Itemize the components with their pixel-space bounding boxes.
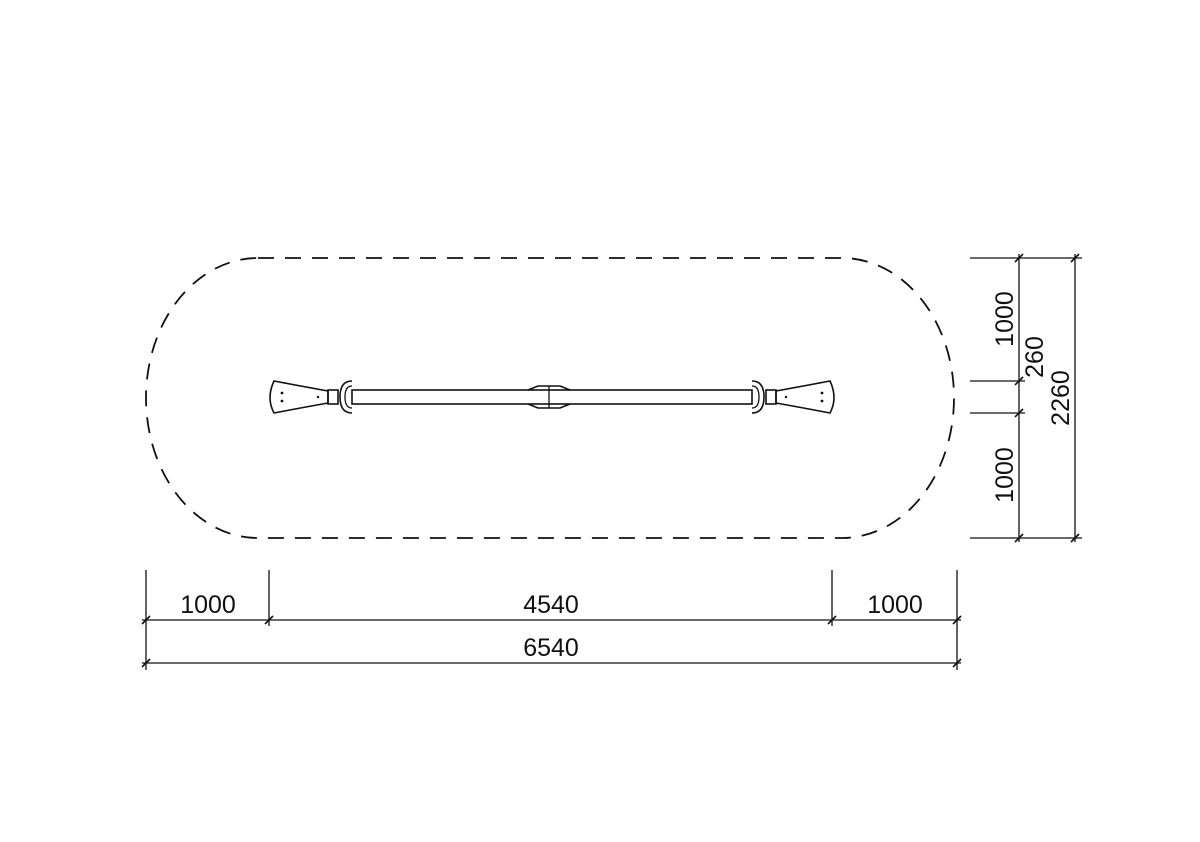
- dimension-tick: [264, 615, 274, 625]
- left-handle-ring: [339, 380, 353, 414]
- left-seat-bolt: [280, 391, 284, 395]
- dim-top-clearance: 1000: [991, 291, 1019, 347]
- seesaw-beam: [351, 389, 753, 405]
- dimension-tick: [1014, 376, 1024, 386]
- dimension-tick: [1014, 253, 1024, 263]
- dimension-tick: [141, 615, 151, 625]
- dimension-tick: [1070, 253, 1080, 263]
- right-seat-bolt: [784, 395, 788, 399]
- dim-equipment-width: 260: [1021, 336, 1049, 378]
- left-seat-bolt: [280, 399, 284, 403]
- right-seat-bolt: [820, 391, 824, 395]
- dim-bottom-clearance: 1000: [991, 447, 1019, 503]
- right-seat-bolt: [820, 399, 824, 403]
- dim-total-length: 6540: [523, 634, 579, 662]
- right-seat: [775, 380, 835, 414]
- safety-zone-outline: [145, 257, 955, 539]
- seesaw-equipment: [269, 380, 835, 414]
- dimension-tick: [1014, 533, 1024, 543]
- right-seat-assembly: [751, 380, 835, 414]
- dimension-tick: [952, 615, 962, 625]
- dimension-tick: [827, 615, 837, 625]
- dim-total-width: 2260: [1047, 370, 1075, 426]
- left-seat-bolt: [316, 395, 320, 399]
- left-seat-assembly: [269, 380, 353, 414]
- right-handle-ring: [751, 380, 765, 414]
- dim-right-clearance: 1000: [867, 591, 923, 619]
- vertical-dimensions: 1000 260 1000 2260: [970, 253, 1082, 543]
- dimension-tick: [952, 658, 962, 668]
- right-handle-ring-inner: [751, 385, 760, 409]
- left-handle-ring-inner: [344, 385, 353, 409]
- horizontal-dimensions: 1000 4540 1000 6540: [141, 570, 962, 670]
- dimension-tick: [1070, 533, 1080, 543]
- dim-equipment-length: 4540: [523, 591, 579, 619]
- right-seat-connector: [765, 389, 777, 405]
- dimension-tick: [1014, 408, 1024, 418]
- dimension-tick: [141, 658, 151, 668]
- left-seat: [269, 380, 329, 414]
- left-seat-connector: [327, 389, 339, 405]
- dim-left-clearance: 1000: [180, 591, 236, 619]
